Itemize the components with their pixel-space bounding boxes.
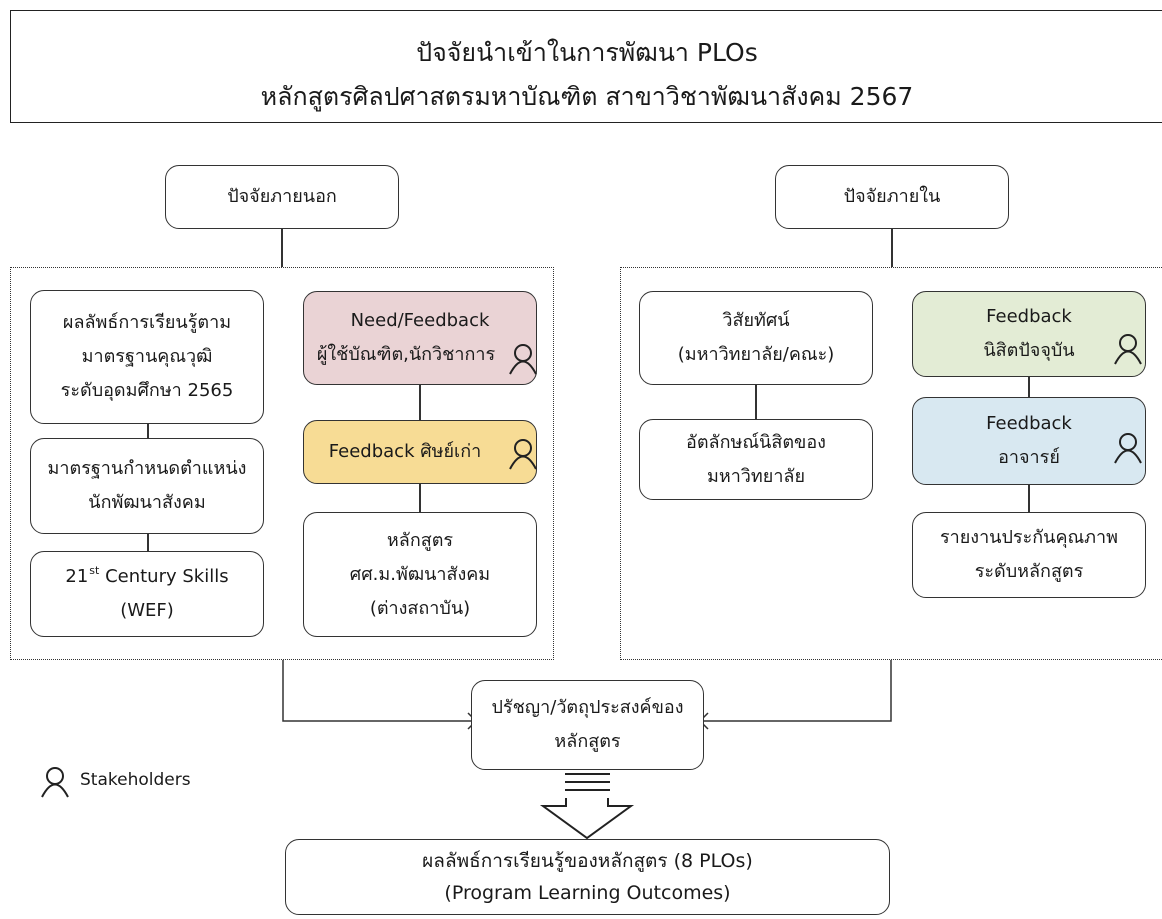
identity-line-2: มหาวิทยาลัย (706, 465, 806, 487)
external-factors-header: ปัจจัยภายนอก (165, 165, 399, 229)
student-feedback-box: Feedback นิสิตปัจจุบัน (912, 291, 1146, 377)
position-standard-box: มาตรฐานกำหนดตำแหน่ง นักพัฒนาสังคม (30, 438, 264, 534)
skills-prefix: 21 (65, 566, 89, 587)
teacher-feedback-line-2: อาจารย์ (998, 447, 1060, 468)
title-line-2: หลักสูตรศิลปศาสตรมหาบัณฑิต สาขาวิชาพัฒนา… (260, 82, 914, 111)
position-line-1: มาตรฐานกำหนดตำแหน่ง (47, 458, 247, 479)
connector-vision-identity (755, 385, 757, 419)
legend-stakeholders-label: Stakeholders (80, 770, 191, 790)
vision-line-1: วิสัยทัศน์ (722, 310, 790, 331)
connector-student-teacher (1028, 377, 1030, 397)
connector-internal-down (891, 229, 893, 267)
need-feedback-box: Need/Feedback ผู้ใช้บัณฑิต,นักวิชาการ (303, 291, 537, 385)
alumni-feedback-label: Feedback ศิษย์เก่า (328, 441, 482, 462)
qa-report-line-1: รายงานประกันคุณภาพ (939, 527, 1119, 548)
external-factors-group (10, 267, 554, 660)
internal-factors-header: ปัจจัยภายใน (775, 165, 1009, 229)
identity-line-1: อัตลักษณ์นิสิตของ (686, 431, 826, 453)
person-icon (509, 344, 537, 375)
tqf-line-2: มาตรฐานคุณวุฒิ (81, 346, 213, 367)
position-line-2: นักพัฒนาสังคม (88, 492, 206, 513)
philosophy-line-2: หลักสูตร (554, 731, 621, 752)
connector-external-down (281, 229, 283, 267)
qa-report-line-2: ระดับหลักสูตร (974, 561, 1084, 582)
connector-teacher-qa (1028, 485, 1030, 512)
connector-position-skills (147, 534, 149, 551)
tqf-line-3: ระดับอุดมศึกษา 2565 (60, 380, 234, 401)
philosophy-box: ปรัชญา/วัตถุประสงค์ของ หลักสูตร (471, 680, 704, 770)
other-program-line-3: (ต่างสถาบัน) (369, 597, 471, 619)
other-program-line-2: ศศ.ม.พัฒนาสังคม (349, 563, 491, 585)
need-feedback-line-1: Need/Feedback (350, 310, 490, 331)
qa-report-box: รายงานประกันคุณภาพ ระดับหลักสูตร (912, 512, 1146, 598)
century-skills-box: 21st Century Skills (WEF) (30, 551, 264, 637)
person-icon (509, 439, 537, 470)
internal-factors-label: ปัจจัยภายใน (843, 186, 941, 207)
down-arrow-shape (539, 798, 635, 840)
title-line-1: ปัจจัยนำเข้าในการพัฒนา PLOs (416, 38, 758, 67)
vision-line-2: (มหาวิทยาลัย/คณะ) (677, 344, 835, 365)
skills-superscript: st (89, 564, 100, 577)
alumni-feedback-box: Feedback ศิษย์เก่า (303, 420, 537, 484)
person-icon (41, 767, 69, 798)
skills-rest: Century Skills (99, 566, 229, 587)
tqf-learning-outcomes-box: ผลลัพธ์การเรียนรู้ตาม มาตรฐานคุณวุฒิ ระด… (30, 290, 264, 424)
outcome-line-2: (Program Learning Outcomes) (444, 882, 731, 904)
other-program-box: หลักสูตร ศศ.ม.พัฒนาสังคม (ต่างสถาบัน) (303, 512, 537, 637)
other-program-line-1: หลักสูตร (386, 529, 454, 551)
teacher-feedback-box: Feedback อาจารย์ (912, 397, 1146, 485)
identity-box: อัตลักษณ์นิสิตของ มหาวิทยาลัย (639, 419, 873, 500)
need-feedback-line-2: ผู้ใช้บัณฑิต,นักวิชาการ (316, 344, 496, 365)
outcome-line-1: ผลลัพธ์การเรียนรู้ของหลักสูตร (8 PLOs) (422, 850, 753, 872)
connector-need-alumni (419, 385, 421, 420)
connector-tqf-position (147, 424, 149, 438)
outcome-box: ผลลัพธ์การเรียนรู้ของหลักสูตร (8 PLOs) (… (285, 839, 890, 915)
internal-factors-group (620, 267, 1162, 660)
student-feedback-line-2: นิสิตปัจจุบัน (983, 340, 1075, 361)
person-icon (1114, 334, 1142, 365)
internal-to-philosophy-arrow (700, 660, 892, 722)
teacher-feedback-line-1: Feedback (986, 413, 1072, 434)
student-feedback-line-1: Feedback (986, 306, 1072, 327)
vision-box: วิสัยทัศน์ (มหาวิทยาลัย/คณะ) (639, 291, 873, 385)
person-icon (1114, 433, 1142, 464)
connector-alumni-program (419, 484, 421, 512)
tqf-line-1: ผลลัพธ์การเรียนรู้ตาม (62, 312, 232, 333)
philosophy-line-1: ปรัชญา/วัตถุประสงค์ของ (491, 697, 684, 718)
external-factors-label: ปัจจัยภายนอก (227, 186, 337, 207)
title-box: ปัจจัยนำเข้าในการพัฒนา PLOs หลักสูตรศิลป… (10, 10, 1162, 123)
skills-line-2: (WEF) (120, 600, 174, 621)
external-to-philosophy-arrow (282, 660, 476, 722)
skills-line-1: 21st Century Skills (65, 560, 228, 594)
